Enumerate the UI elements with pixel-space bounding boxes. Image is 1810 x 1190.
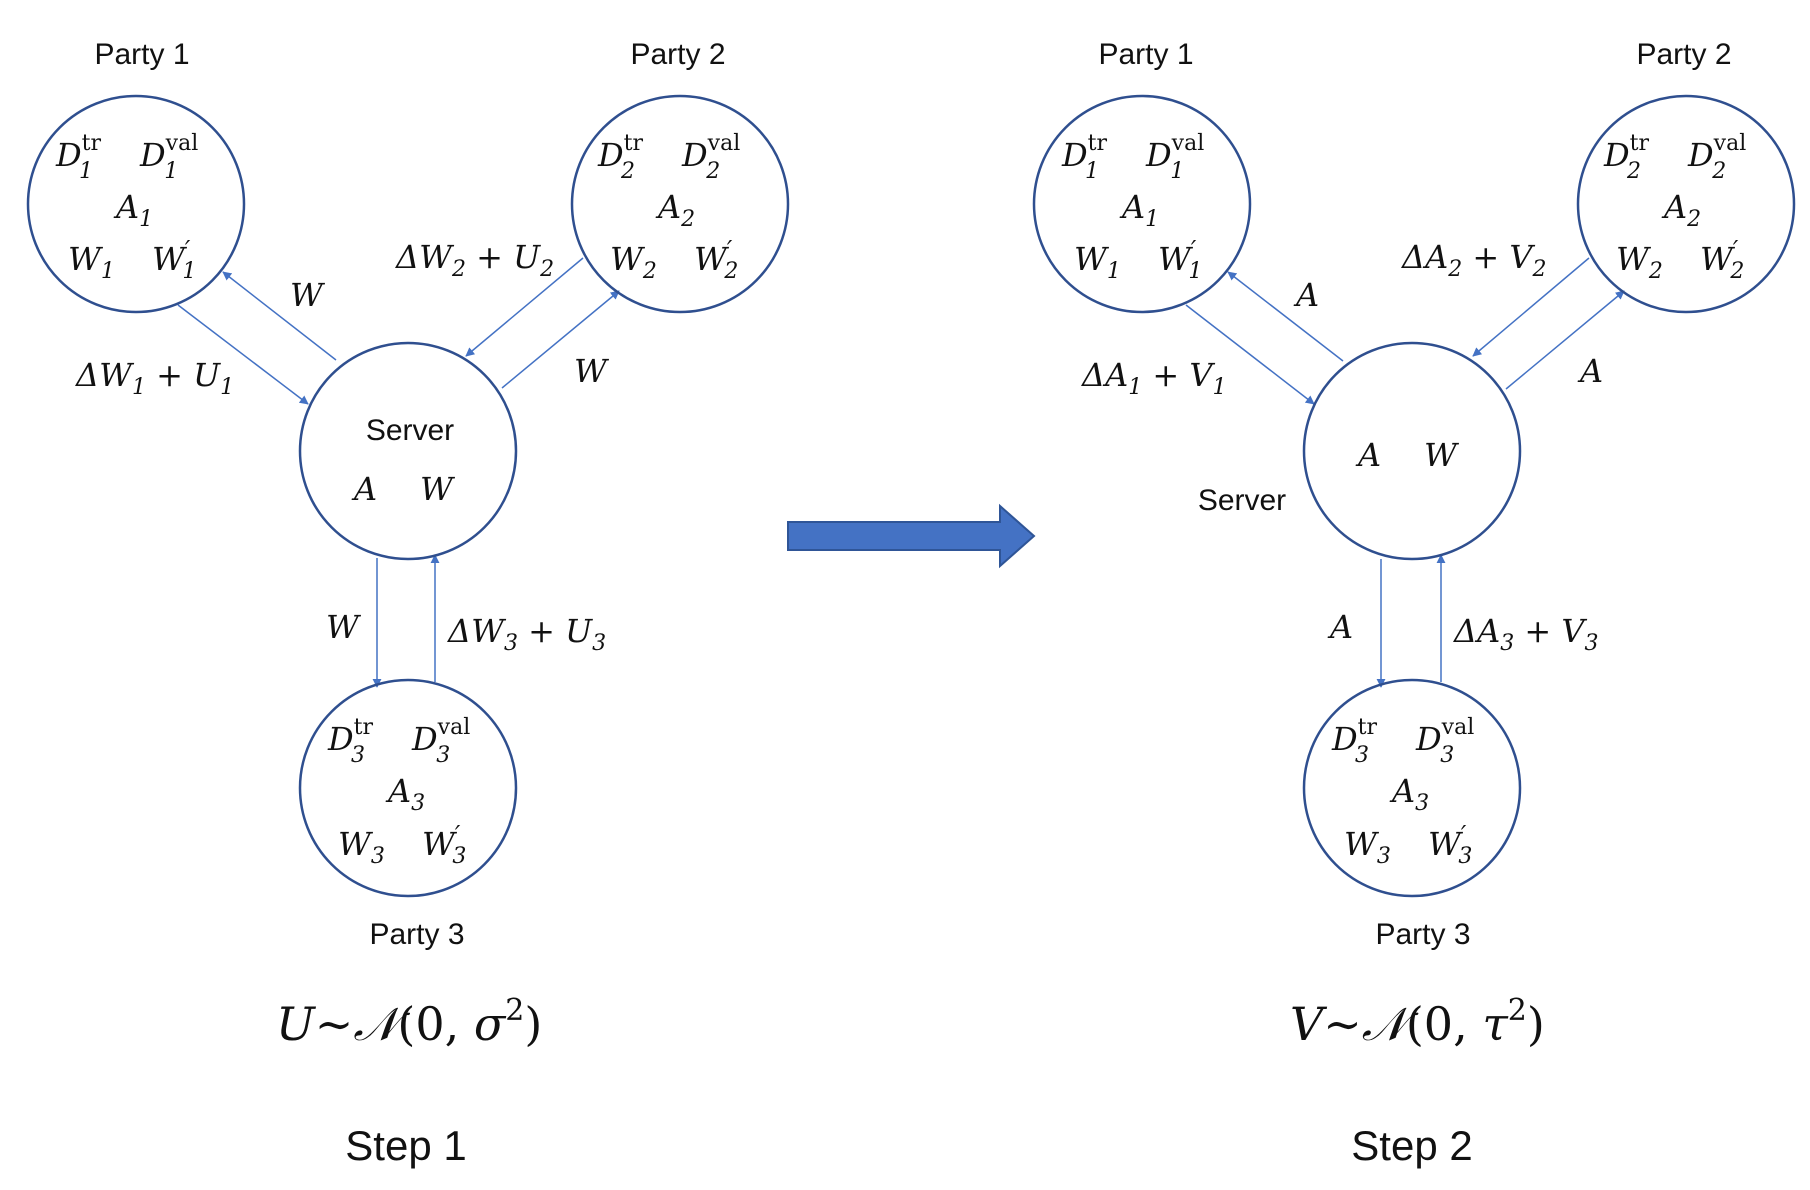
a-symbol: A3 — [1389, 772, 1429, 816]
server-node — [298, 341, 518, 561]
w-prime-symbol: W′3 — [1428, 821, 1472, 869]
a-symbol: A2 — [1661, 188, 1701, 232]
w-symbol: W3 — [338, 825, 385, 869]
party-title: Party 2 — [1636, 38, 1731, 71]
party-node — [1576, 94, 1796, 314]
party-node — [298, 678, 518, 898]
w-symbol: W2 — [610, 240, 657, 284]
party-node — [1032, 94, 1252, 314]
server-a-symbol: A — [1355, 436, 1381, 474]
edge-label-down-p3: A — [1327, 608, 1353, 646]
step2-server: A W Server — [1198, 341, 1522, 561]
w-symbol: W3 — [1344, 825, 1391, 869]
edge-party1-to-server — [177, 304, 309, 405]
party-title: Party 1 — [94, 38, 189, 71]
step-caption: Step 2 — [1351, 1122, 1472, 1169]
edge-party2-to-server — [465, 257, 584, 357]
edge-label-up-p2: ΔW2 + U2 — [394, 238, 554, 282]
transition-arrow — [787, 503, 1036, 569]
a-symbol: A1 — [1119, 188, 1159, 232]
server-a-symbol: A — [351, 470, 377, 508]
edge-label-up-p1: ΔW1 + U1 — [74, 356, 234, 400]
a-symbol: A2 — [655, 188, 695, 232]
step1-server: Server A W — [298, 341, 518, 561]
w-prime-symbol: W′3 — [422, 821, 466, 869]
party-title: Party 1 — [1098, 38, 1193, 71]
w-prime-symbol: W′1 — [1158, 236, 1202, 284]
noise-distribution: V∼𝒩(0, τ2) — [1290, 993, 1545, 1051]
edge-label-up-p3: ΔW3 + U3 — [446, 612, 606, 656]
server-node — [1302, 341, 1522, 561]
party-node — [26, 94, 246, 314]
edge-label-down-p1: A — [1293, 276, 1319, 314]
edge-server-to-party1 — [1227, 271, 1344, 362]
party-node — [570, 94, 790, 314]
w-symbol: W1 — [68, 240, 115, 284]
edge-label-down-p2: W — [574, 352, 610, 390]
a-symbol: A3 — [385, 772, 425, 816]
edge-party2-to-server — [1472, 257, 1590, 357]
edge-label-up-p3: ΔA3 + V3 — [1452, 612, 1598, 656]
server-title: Server — [366, 414, 454, 447]
noise-distribution: U∼𝒩(0, σ2) — [276, 993, 542, 1051]
edge-party1-to-server — [1185, 304, 1315, 405]
w-prime-symbol: W′1 — [152, 236, 196, 284]
step-caption: Step 1 — [345, 1122, 466, 1169]
w-symbol: W2 — [1616, 240, 1663, 284]
w-symbol: W1 — [1074, 240, 1121, 284]
party-title: Party 2 — [630, 38, 725, 71]
server-title: Server — [1198, 484, 1286, 517]
party-node — [1302, 678, 1522, 898]
edge-label-up-p2: ΔA2 + V2 — [1400, 238, 1546, 282]
a-symbol: A1 — [113, 188, 153, 232]
w-prime-symbol: W′2 — [1700, 236, 1744, 284]
edge-label-down-p1: W — [290, 276, 326, 314]
w-prime-symbol: W′2 — [694, 236, 738, 284]
edge-server-to-party2 — [1505, 290, 1625, 390]
edge-label-down-p3: W — [326, 608, 362, 646]
server-w-symbol: W — [1424, 436, 1460, 474]
edge-server-to-party1 — [222, 271, 337, 361]
party-title: Party 3 — [369, 918, 464, 951]
party-title: Party 3 — [1375, 918, 1470, 951]
edge-server-to-party2 — [501, 290, 620, 389]
server-w-symbol: W — [420, 470, 456, 508]
edge-label-down-p2: A — [1577, 352, 1603, 390]
edge-label-up-p1: ΔA1 + V1 — [1080, 356, 1226, 400]
